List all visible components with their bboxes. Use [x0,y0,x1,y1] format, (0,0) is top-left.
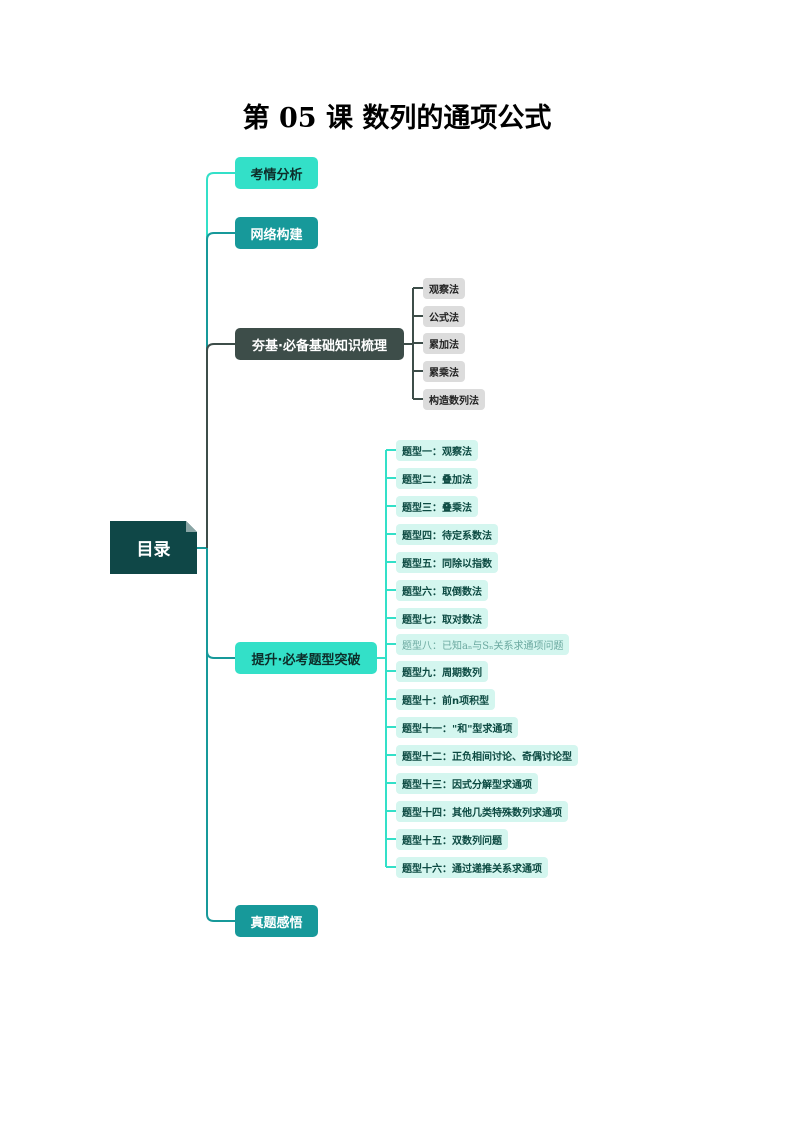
connector-tisheng [206,548,235,659]
method-item[interactable]: 累加法 [423,333,465,354]
connector-hangji [206,343,235,548]
connector-hangji-children [404,287,423,400]
branch-kaoqing[interactable]: 考情分析 [235,157,318,189]
question-type-item[interactable]: 题型二：叠加法 [396,468,478,489]
question-type-item[interactable]: 题型十四：其他几类特殊数列求通项 [396,801,568,822]
branch-tisheng[interactable]: 提升·必考题型突破 [235,642,377,674]
connector-zhenti [206,548,235,922]
question-type-item[interactable]: 题型八：已知aₙ与Sₙ关系求通项问题 [396,634,570,655]
connector-tisheng-children [377,449,396,868]
connector-wangluo [206,232,235,548]
page-title: 第 05 课 数列的通项公式 [242,103,552,134]
question-type-item[interactable]: 题型十三：因式分解型求通项 [396,773,538,794]
question-type-item[interactable]: 题型五：同除以指数 [396,552,498,573]
method-item[interactable]: 累乘法 [423,361,465,382]
question-type-item[interactable]: 题型十六：通过递推关系求通项 [396,857,548,878]
question-type-item[interactable]: 题型十一："和"型求通项 [396,717,519,738]
branch-zhenti[interactable]: 真题感悟 [235,905,318,937]
question-type-item[interactable]: 题型一：观察法 [396,440,478,461]
question-type-item[interactable]: 题型七：取对数法 [396,608,488,629]
branch-hangji[interactable]: 夯基·必备基础知识梳理 [235,328,404,360]
method-item[interactable]: 构造数列法 [423,389,485,410]
root-node[interactable]: 目录 [110,521,197,574]
branch-wangluo[interactable]: 网络构建 [235,217,318,249]
method-item[interactable]: 公式法 [423,306,465,327]
question-type-item[interactable]: 题型九：周期数列 [396,661,488,682]
question-type-item[interactable]: 题型十：前n项积型 [396,689,496,710]
fold-corner-icon [186,521,197,532]
question-type-item[interactable]: 题型十五：双数列问题 [396,829,508,850]
question-type-item[interactable]: 题型四：待定系数法 [396,524,498,545]
question-type-item[interactable]: 题型三：叠乘法 [396,496,478,517]
method-item[interactable]: 观察法 [423,278,465,299]
connector-kaoqing [206,172,235,548]
question-type-item[interactable]: 题型十二：正负相间讨论、奇偶讨论型 [396,745,578,766]
question-type-item[interactable]: 题型六：取倒数法 [396,580,488,601]
